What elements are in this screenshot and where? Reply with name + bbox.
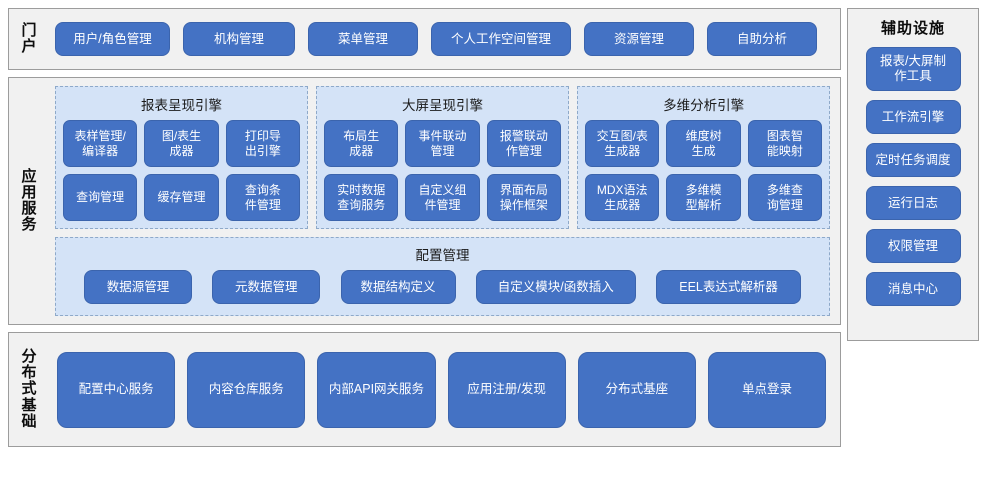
multidimensional-analysis-engine-title: 多维分析引擎 bbox=[663, 98, 745, 113]
large-screen-rendering-engine-grid: 布局生 成器 事件联动 管理 报警联动 作管理 实时数据 查询服务 自定义组 件… bbox=[324, 120, 562, 221]
config-item-datasource-management[interactable]: 数据源管理 bbox=[84, 270, 192, 304]
portal-button-row: 用户/角色管理 机构管理 菜单管理 个人工作空间管理 资源管理 自助分析 bbox=[49, 9, 830, 69]
portal-button-resource-management[interactable]: 资源管理 bbox=[584, 22, 694, 56]
large-screen-rendering-engine-panel: 大屏呈现引擎 布局生 成器 事件联动 管理 报警联动 作管理 实时数据 查询服务… bbox=[316, 86, 570, 229]
engine-item-interactive-chart-table-generator[interactable]: 交互图/表 生成器 bbox=[585, 120, 660, 167]
engine-item-alarm-linkage-action-management[interactable]: 报警联动 作管理 bbox=[486, 120, 562, 167]
engine-item-chart-intelligent-mapping[interactable]: 图表智 能映射 bbox=[747, 120, 823, 167]
engine-item-realtime-data-query-service[interactable]: 实时数据 查询服务 bbox=[324, 174, 399, 221]
application-services-section: 应用服务 报表呈现引擎 表样管理/ 编译器 图/表生 成器 打印导 出引擎 查询… bbox=[8, 77, 842, 325]
dist-button-application-registration-discovery[interactable]: 应用注册/发现 bbox=[447, 351, 566, 428]
engine-item-event-linkage-management[interactable]: 事件联动 管理 bbox=[405, 120, 480, 167]
config-item-data-structure-definition[interactable]: 数据结构定义 bbox=[340, 270, 456, 304]
aux-button-permission-management[interactable]: 权限管理 bbox=[865, 229, 961, 263]
portal-button-personal-workspace-management[interactable]: 个人工作空间管理 bbox=[431, 22, 571, 56]
config-item-eel-expression-parser[interactable]: EEL表达式解析器 bbox=[656, 270, 802, 304]
distributed-foundation-section-label-text: 分布式基础 bbox=[21, 348, 38, 430]
dist-button-distributed-base[interactable]: 分布式基座 bbox=[577, 351, 696, 428]
report-rendering-engine-title: 报表呈现引擎 bbox=[141, 98, 223, 113]
distributed-foundation-button-row: 配置中心服务 内容仓库服务 内部API网关服务 应用注册/发现 分布式基座 单点… bbox=[49, 333, 840, 446]
engine-item-ui-layout-operation-framework[interactable]: 界面布局 操作框架 bbox=[486, 174, 562, 221]
dist-button-content-repository-service[interactable]: 内容仓库服务 bbox=[187, 351, 306, 428]
engine-item-multidimensional-query-management[interactable]: 多维查 询管理 bbox=[747, 174, 823, 221]
aux-button-report-dashboard-authoring-tool[interactable]: 报表/大屏制 作工具 bbox=[865, 47, 961, 91]
application-services-section-label: 应用服务 bbox=[9, 78, 49, 324]
configuration-management-row: 数据源管理 元数据管理 数据结构定义 自定义模块/函数插入 EEL表达式解析器 bbox=[64, 269, 821, 307]
engine-item-dimension-tree-generation[interactable]: 维度树 生成 bbox=[666, 120, 741, 167]
aux-button-message-center[interactable]: 消息中心 bbox=[865, 272, 961, 306]
engine-item-multidimensional-model-parsing[interactable]: 多维模 型解析 bbox=[666, 174, 741, 221]
config-item-custom-module-function-insertion[interactable]: 自定义模块/函数插入 bbox=[475, 270, 636, 304]
portal-button-user-role-management[interactable]: 用户/角色管理 bbox=[55, 22, 170, 56]
configuration-management-panel: 配置管理 数据源管理 元数据管理 数据结构定义 自定义模块/函数插入 EEL表达… bbox=[55, 237, 831, 316]
engine-item-layout-generator[interactable]: 布局生 成器 bbox=[324, 120, 399, 167]
application-services-section-label-text: 应用服务 bbox=[21, 167, 38, 234]
auxiliary-facilities-section: 辅助设施 报表/大屏制 作工具 工作流引擎 定时任务调度 运行日志 权限管理 消… bbox=[847, 8, 979, 341]
main-column: 门户 用户/角色管理 机构管理 菜单管理 个人工作空间管理 资源管理 自助分析 … bbox=[8, 8, 842, 475]
configuration-management-title: 配置管理 bbox=[415, 248, 470, 263]
engine-panel-row: 报表呈现引擎 表样管理/ 编译器 图/表生 成器 打印导 出引擎 查询管理 缓存… bbox=[55, 86, 831, 229]
engine-item-mdx-syntax-generator[interactable]: MDX语法 生成器 bbox=[585, 174, 660, 221]
aux-button-operation-log[interactable]: 运行日志 bbox=[865, 186, 961, 220]
engine-item-print-export-engine[interactable]: 打印导 出引擎 bbox=[225, 120, 301, 167]
portal-section-label: 门户 bbox=[9, 9, 49, 69]
application-services-body: 报表呈现引擎 表样管理/ 编译器 图/表生 成器 打印导 出引擎 查询管理 缓存… bbox=[49, 78, 840, 324]
engine-item-query-condition-management[interactable]: 查询条 件管理 bbox=[225, 174, 301, 221]
aux-button-scheduled-task-scheduling[interactable]: 定时任务调度 bbox=[865, 143, 961, 177]
report-rendering-engine-grid: 表样管理/ 编译器 图/表生 成器 打印导 出引擎 查询管理 缓存管理 查询条 … bbox=[63, 120, 301, 221]
portal-button-menu-management[interactable]: 菜单管理 bbox=[308, 22, 418, 56]
portal-section: 门户 用户/角色管理 机构管理 菜单管理 个人工作空间管理 资源管理 自助分析 bbox=[8, 8, 842, 70]
engine-item-chart-table-generator[interactable]: 图/表生 成器 bbox=[144, 120, 219, 167]
engine-item-custom-component-management[interactable]: 自定义组 件管理 bbox=[405, 174, 480, 221]
engine-item-cache-management[interactable]: 缓存管理 bbox=[144, 174, 219, 221]
engine-item-report-template-management-compiler[interactable]: 表样管理/ 编译器 bbox=[63, 120, 138, 167]
portal-section-label-text: 门户 bbox=[21, 21, 38, 55]
report-rendering-engine-panel: 报表呈现引擎 表样管理/ 编译器 图/表生 成器 打印导 出引擎 查询管理 缓存… bbox=[55, 86, 309, 229]
engine-item-query-management[interactable]: 查询管理 bbox=[63, 174, 138, 221]
auxiliary-facilities-title: 辅助设施 bbox=[881, 20, 946, 37]
aux-button-workflow-engine[interactable]: 工作流引擎 bbox=[865, 100, 961, 134]
distributed-foundation-section: 分布式基础 配置中心服务 内容仓库服务 内部API网关服务 应用注册/发现 分布… bbox=[8, 332, 842, 447]
auxiliary-facilities-list: 报表/大屏制 作工具 工作流引擎 定时任务调度 运行日志 权限管理 消息中心 bbox=[848, 47, 978, 306]
dist-button-config-center-service[interactable]: 配置中心服务 bbox=[57, 351, 176, 428]
large-screen-rendering-engine-title: 大屏呈现引擎 bbox=[402, 98, 484, 113]
dist-button-internal-api-gateway-service[interactable]: 内部API网关服务 bbox=[317, 351, 436, 428]
portal-button-organization-management[interactable]: 机构管理 bbox=[183, 22, 295, 56]
multidimensional-analysis-engine-panel: 多维分析引擎 交互图/表 生成器 维度树 生成 图表智 能映射 MDX语法 生成… bbox=[577, 86, 831, 229]
config-item-metadata-management[interactable]: 元数据管理 bbox=[212, 270, 321, 304]
multidimensional-analysis-engine-grid: 交互图/表 生成器 维度树 生成 图表智 能映射 MDX语法 生成器 多维模 型… bbox=[585, 120, 823, 221]
portal-button-self-service-analysis[interactable]: 自助分析 bbox=[707, 22, 817, 56]
dist-button-single-sign-on[interactable]: 单点登录 bbox=[707, 351, 827, 428]
distributed-foundation-section-label: 分布式基础 bbox=[9, 333, 49, 446]
